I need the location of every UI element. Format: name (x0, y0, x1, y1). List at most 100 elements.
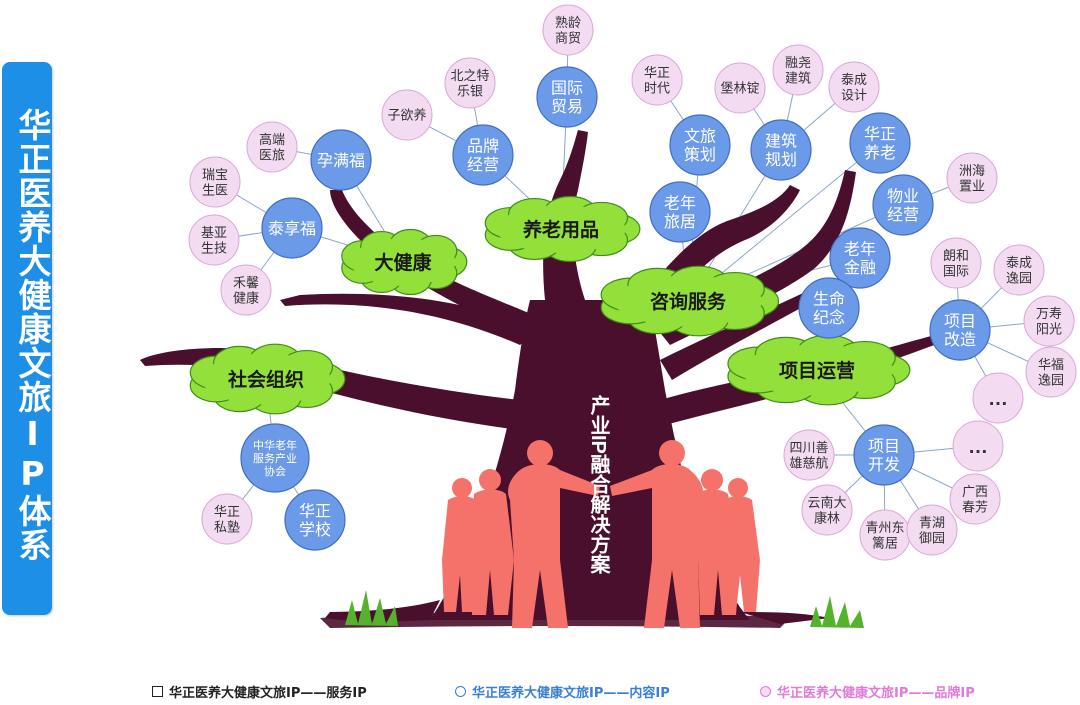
legend-service: 华正医养大健康文旅IP——服务IP (152, 681, 367, 701)
legend-service-marker (152, 685, 163, 697)
brand-ip-node: 四川善雄慈航 (783, 429, 835, 481)
brand-ip-label: 华福逸园 (1038, 357, 1064, 387)
brand-ip-label: 熟龄商贸 (555, 15, 581, 45)
service-ip-node: 养老用品 (484, 195, 641, 263)
brand-ip-label: 万寿阳光 (1036, 306, 1062, 336)
content-ip-label: 建筑规划 (765, 132, 797, 169)
brand-ip-node: 堡林锭 (714, 62, 766, 114)
brand-ip-node: … (972, 372, 1024, 424)
people-silhouettes (442, 440, 760, 628)
content-ip-node: 泰享福 (261, 197, 323, 259)
service-ip-label: 项目运营 (779, 359, 855, 382)
content-ip-label: 生命纪念 (813, 290, 845, 327)
content-ip-label: 文旅策划 (684, 127, 716, 164)
brand-ip-node: 广西春芳 (949, 473, 1001, 525)
brand-ip-node: 万寿阳光 (1023, 295, 1075, 347)
content-ip-node: 孕满福 (310, 129, 372, 191)
brand-ip-label: 泰成设计 (841, 72, 867, 102)
content-ip-label: 华正养老 (864, 125, 896, 162)
content-ip-label: 中华老年服务产业协会 (253, 438, 297, 478)
title-sidebar: 华正医养大健康文旅IP体系 (2, 62, 52, 615)
brand-ip-node: … (952, 420, 1004, 472)
legend-brand-marker (760, 685, 771, 697)
brand-ip-node: 青州东篱居 (859, 509, 911, 561)
content-ip-label: 孕满福 (317, 152, 365, 170)
brand-ip-node: 基亚生技 (188, 214, 240, 266)
content-ip-node: 文旅策划 (669, 114, 731, 176)
legend-content-marker (455, 685, 466, 697)
brand-ip-label: 广西春芳 (962, 484, 988, 514)
content-ip-node: 中华老年服务产业协会 (240, 423, 310, 493)
brand-ip-node: 朗和国际 (930, 237, 982, 289)
brand-ip-label: 四川善雄慈航 (789, 440, 828, 470)
brand-ip-label: 瑞宝生医 (202, 167, 228, 197)
brand-ip-label: 堡林锭 (720, 81, 759, 96)
brand-ip-label: 禾馨健康 (233, 275, 259, 305)
content-ip-label: 品牌经营 (467, 137, 499, 174)
brand-ip-label: 云南大康林 (807, 495, 846, 525)
brand-ip-node: 青湖御园 (906, 504, 958, 556)
content-ip-label: 泰享福 (268, 220, 316, 238)
content-ip-label: 国际贸易 (551, 79, 583, 116)
content-ip-label: 华正学校 (299, 502, 331, 539)
content-ip-node: 品牌经营 (452, 124, 514, 186)
service-ip-label: 养老用品 (522, 218, 599, 241)
brand-ip-node: 北之特乐银 (444, 57, 496, 109)
legend-service-label: 华正医养大健康文旅IP——服务IP (169, 685, 367, 701)
content-ip-label: 老年旅居 (664, 194, 696, 231)
service-ip-node: 大健康 (341, 228, 468, 296)
brand-ip-node: 熟龄商贸 (542, 4, 594, 56)
content-ip-node: 物业经营 (872, 174, 934, 236)
brand-ip-node: 子欲养 (381, 89, 433, 141)
legend-brand: 华正医养大健康文旅IP——品牌IP (760, 681, 975, 701)
legend-content-label: 华正医养大健康文旅IP——内容IP (472, 685, 670, 701)
brand-ip-label: 朗和国际 (943, 248, 969, 278)
content-ip-node: 华正学校 (284, 489, 346, 551)
brand-ip-label: … (988, 388, 1008, 410)
brand-ip-label: 洲海置业 (959, 163, 985, 193)
brand-ip-node: 华正私塾 (201, 493, 253, 545)
brand-ip-node: 云南大康林 (801, 484, 853, 536)
brand-ip-node: 融尧建筑 (772, 44, 824, 96)
brand-ip-node: 华福逸园 (1025, 346, 1077, 398)
content-ip-node: 项目开发 (853, 424, 915, 486)
content-ip-node: 老年旅居 (649, 181, 711, 243)
brand-ip-label: … (968, 436, 988, 458)
content-ip-label: 项目开发 (868, 438, 900, 474)
service-ip-label: 咨询服务 (650, 290, 727, 313)
brand-ip-node: 泰成逸园 (993, 244, 1045, 296)
service-ip-label: 社会组织 (227, 368, 304, 391)
brand-ip-label: 基亚生技 (201, 225, 227, 255)
page-title: 华正医养大健康文旅IP体系 (13, 108, 52, 562)
content-ip-label: 物业经营 (887, 187, 919, 224)
service-ip-node: 项目运营 (727, 334, 911, 406)
brand-ip-label: 子欲养 (387, 108, 426, 123)
content-ip-label: 老年金融 (844, 240, 876, 277)
brand-ip-node: 禾馨健康 (220, 264, 272, 316)
content-ip-node: 生命纪念 (798, 277, 860, 339)
brand-ip-label: 融尧建筑 (785, 55, 811, 85)
brand-ip-node: 洲海置业 (946, 152, 998, 204)
brand-ip-node: 瑞宝生医 (189, 156, 241, 208)
content-ip-node: 老年金融 (829, 227, 891, 289)
brand-ip-label: 华正时代 (644, 65, 670, 95)
service-ip-label: 大健康 (374, 251, 432, 274)
content-ip-label: 项目改造 (944, 313, 976, 349)
content-ip-node: 国际贸易 (536, 66, 598, 128)
legend-brand-label: 华正医养大健康文旅IP——品牌IP (777, 685, 975, 701)
brand-ip-label: 北之特乐银 (450, 68, 489, 98)
content-ip-node: 项目改造 (929, 299, 991, 361)
brand-ip-node: 泰成设计 (828, 61, 880, 113)
brand-ip-label: 青湖御园 (919, 515, 945, 545)
legend-content: 华正医养大健康文旅IP——内容IP (455, 681, 670, 701)
brand-ip-label: 高端医旅 (259, 132, 285, 162)
content-ip-node: 华正养老 (849, 112, 911, 174)
service-ip-node: 咨询服务 (600, 265, 780, 337)
brand-ip-label: 青州东篱居 (865, 520, 904, 550)
brand-ip-node: 华正时代 (631, 54, 683, 106)
trunk-label: 产业IP融合解决方案 (587, 394, 611, 574)
brand-ip-node: 高端医旅 (246, 121, 298, 173)
brand-ip-label: 泰成逸园 (1006, 255, 1032, 285)
